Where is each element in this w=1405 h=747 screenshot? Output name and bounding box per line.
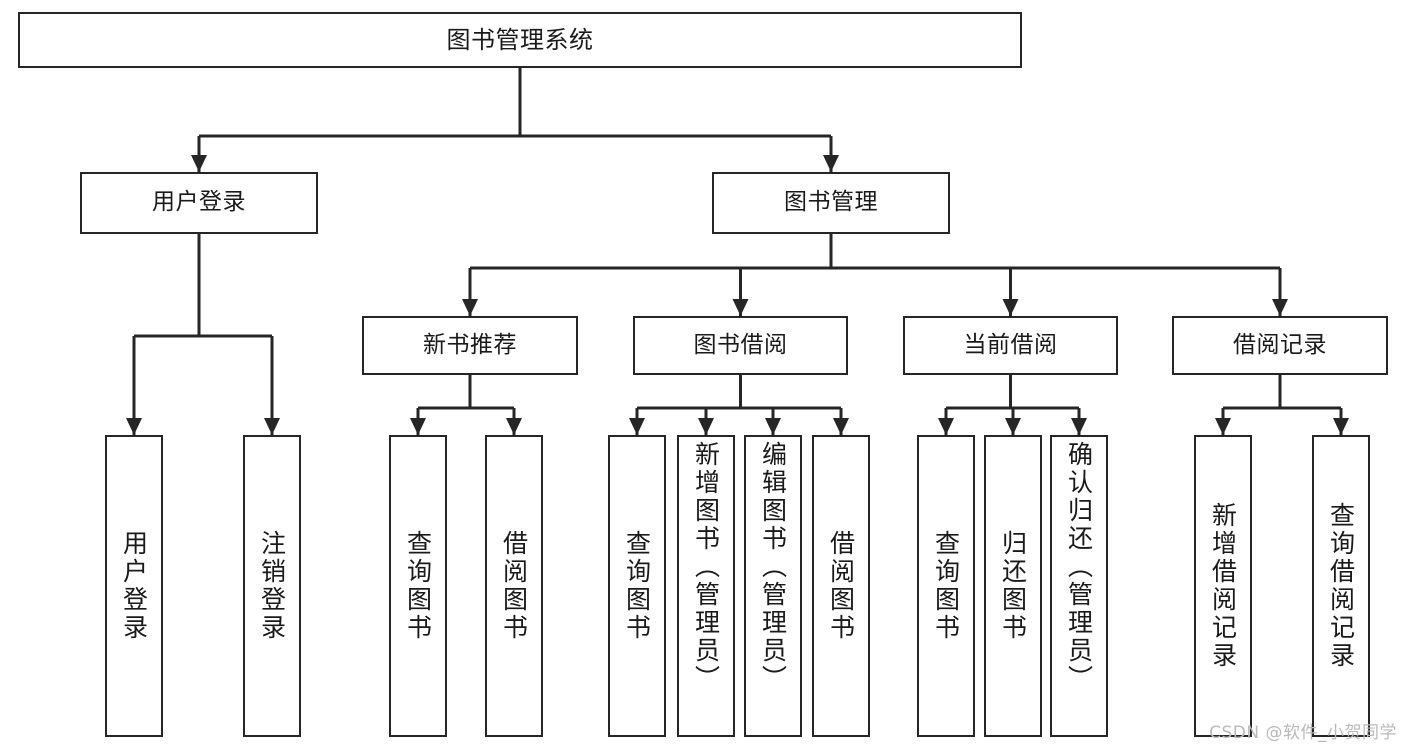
node-label: 当前借阅: [963, 331, 1058, 358]
node-label: 查询图书: [622, 530, 652, 642]
arrow-head-leaf-edit-book: [765, 418, 781, 435]
node-label: 注销登录: [257, 530, 287, 642]
node-label: 图书借阅: [693, 331, 788, 358]
node-label: 用户登录: [119, 530, 149, 642]
node-label: 借阅图书: [499, 530, 529, 642]
node-leaf-user-login[interactable]: 用户登录: [105, 435, 163, 737]
node-label: 新书推荐: [423, 331, 517, 358]
arrow-head-borrow-record: [1272, 299, 1288, 316]
node-leaf-query-record[interactable]: 查询借阅记录: [1312, 435, 1370, 737]
node-leaf-edit-book[interactable]: 编辑图书（管理员）: [744, 435, 802, 737]
arrow-head-new-book-rec: [462, 299, 478, 316]
node-leaf-add-record[interactable]: 新增借阅记录: [1194, 435, 1252, 737]
node-leaf-logout[interactable]: 注销登录: [243, 435, 301, 737]
node-label: 新增借阅记录: [1208, 502, 1238, 670]
arrow-head-leaf-add-record: [1215, 418, 1231, 435]
arrow-head-leaf-borrow-book-1: [506, 418, 522, 435]
arrow-head-leaf-query-book-2: [629, 418, 645, 435]
node-book-manage[interactable]: 图书管理: [712, 172, 950, 234]
node-borrow-record[interactable]: 借阅记录: [1172, 316, 1388, 375]
node-leaf-borrow-book-1[interactable]: 借阅图书: [485, 435, 543, 737]
node-label: 查询图书: [931, 530, 961, 642]
node-book-borrow[interactable]: 图书借阅: [633, 316, 848, 375]
node-leaf-query-book-3[interactable]: 查询图书: [917, 435, 975, 737]
arrow-head-leaf-add-book: [698, 418, 714, 435]
node-label: 借阅图书: [826, 530, 856, 642]
node-leaf-return-book[interactable]: 归还图书: [984, 435, 1042, 737]
node-new-book-rec[interactable]: 新书推荐: [362, 316, 578, 375]
arrow-head-current-borrow: [1002, 299, 1019, 316]
node-label: 图书管理系统: [446, 25, 594, 54]
node-label: 新增图书（管理员）: [691, 441, 721, 693]
arrow-head-leaf-return-book: [1005, 418, 1021, 435]
node-label: 图书管理: [784, 189, 878, 216]
node-label: 编辑图书（管理员）: [758, 441, 788, 693]
node-label: 借阅记录: [1233, 331, 1327, 358]
node-label: 查询借阅记录: [1326, 502, 1356, 670]
arrow-head-leaf-user-login: [126, 418, 142, 435]
arrow-head-leaf-query-record: [1333, 418, 1349, 435]
node-leaf-add-book[interactable]: 新增图书（管理员）: [677, 435, 735, 737]
node-leaf-query-book-2[interactable]: 查询图书: [608, 435, 666, 737]
node-user-login[interactable]: 用户登录: [80, 172, 318, 234]
arrow-head-leaf-query-book-3: [938, 418, 954, 435]
node-leaf-confirm-return[interactable]: 确认归还（管理员）: [1050, 435, 1108, 737]
node-label: 查询图书: [403, 530, 433, 642]
node-leaf-borrow-book-2[interactable]: 借阅图书: [812, 435, 870, 737]
node-label: 归还图书: [998, 530, 1028, 642]
node-current-borrow[interactable]: 当前借阅: [903, 316, 1118, 375]
arrow-head-leaf-confirm-return: [1071, 418, 1087, 435]
node-label: 用户登录: [152, 189, 246, 216]
arrow-head-leaf-query-book-1: [410, 418, 426, 435]
node-root[interactable]: 图书管理系统: [18, 12, 1022, 68]
arrow-head-user-login: [191, 155, 207, 172]
arrow-head-leaf-borrow-book-2: [833, 418, 849, 435]
watermark: CSDN @软件_小贺同学: [1209, 723, 1397, 743]
arrow-head-book-manage: [823, 155, 839, 172]
node-leaf-query-book-1[interactable]: 查询图书: [389, 435, 447, 737]
arrow-head-leaf-logout: [264, 418, 280, 435]
arrow-head-book-borrow: [732, 299, 749, 316]
node-label: 确认归还（管理员）: [1064, 441, 1094, 693]
